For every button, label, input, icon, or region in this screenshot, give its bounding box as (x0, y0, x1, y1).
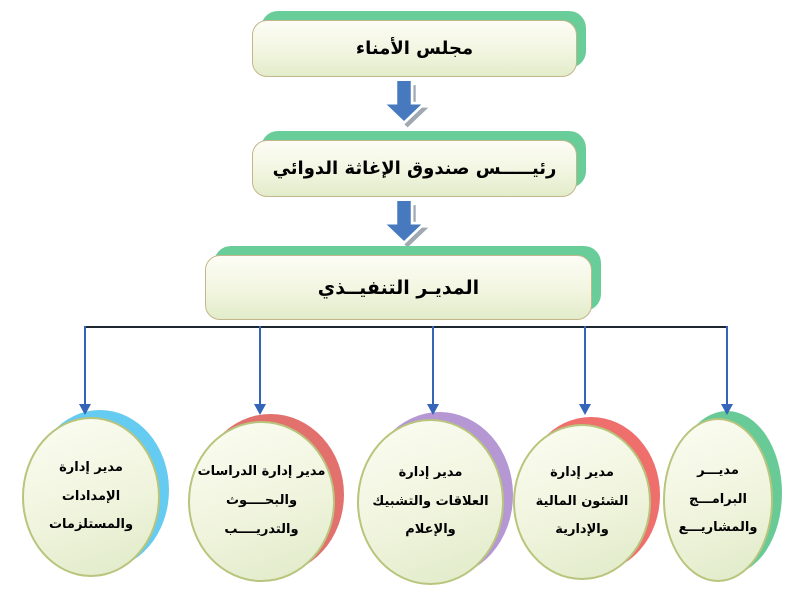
connector-arrowhead-icon (721, 404, 733, 415)
connector-arrowhead-icon (254, 404, 266, 415)
connector-arrowhead-icon (79, 404, 91, 415)
manager-oval: مديـــر البرامـــج والمشاريـــع (663, 418, 773, 582)
manager-oval: مدير إدارة الدراسات والبحــــوث والتدريـ… (188, 421, 335, 582)
manager-label-line: مدير إدارة (398, 464, 463, 480)
node-supplies-manager: مدير إدارة الإمدادات والمستلزمات (22, 410, 169, 577)
manager-label-line: والإعلام (405, 522, 456, 538)
manager-label-line: الإمدادات (61, 488, 121, 504)
fund-president-label: رئيـــــس صندوق الإغاثة الدوائي (272, 158, 557, 179)
node-face: رئيـــــس صندوق الإغاثة الدوائي (252, 140, 577, 197)
connector-line-supplies (84, 326, 86, 406)
executive-director-label: المديـر التنفيــذي (317, 276, 480, 299)
manager-label-line: والتدريــــب (224, 521, 299, 537)
manager-label-line: مدير إدارة (550, 464, 614, 480)
node-executive-director: المديـر التنفيــذي (205, 246, 601, 320)
arrow-body-shape (379, 78, 429, 125)
manager-label-line: الشئون المالية (535, 493, 629, 509)
manager-label-line: والإدارية (555, 522, 609, 538)
manager-label-line: البرامـــج (689, 491, 747, 507)
connector-line-programs (726, 326, 728, 406)
node-programs-projects-manager: مديـــر البرامـــج والمشاريـــع (663, 411, 782, 582)
manager-oval: مدير إدارة الشئون المالية والإدارية (513, 424, 651, 580)
manager-label-line: مدير إدارة الدراسات (197, 464, 326, 480)
connector-arrowhead-icon (427, 404, 439, 415)
node-studies-research-training-manager: مدير إدارة الدراسات والبحــــوث والتدريـ… (188, 414, 344, 582)
node-face: مجلس الأمناء (252, 20, 577, 77)
node-relations-networking-media-manager: مدير إدارة العلاقات والتشبيك والإعلام (357, 412, 513, 585)
connector-line-studies (259, 326, 261, 406)
manager-label-line: والمشاريـــع (678, 520, 758, 536)
node-face: المديـر التنفيــذي (205, 255, 592, 320)
connector-horizontal-line (85, 326, 728, 328)
node-financial-administrative-manager: مدير إدارة الشئون المالية والإدارية (513, 417, 660, 580)
manager-label-line: العلاقات والتشبيك (372, 493, 489, 509)
manager-label-line: مدير إدارة (59, 459, 123, 475)
manager-label-line: مديـــر (697, 462, 739, 478)
manager-label-line: والبحــــوث (225, 493, 298, 509)
down-block-arrow-icon (379, 78, 429, 128)
board-of-trustees-label: مجلس الأمناء (355, 38, 474, 59)
connector-arrowhead-icon (579, 404, 591, 415)
manager-oval: مدير إدارة العلاقات والتشبيك والإعلام (357, 419, 504, 585)
connector-line-financial (584, 326, 586, 406)
manager-label-line: والمستلزمات (48, 517, 134, 533)
arrow-body-shape (379, 198, 429, 245)
node-board-of-trustees: مجلس الأمناء (252, 11, 586, 77)
node-fund-president: رئيـــــس صندوق الإغاثة الدوائي (252, 131, 586, 197)
manager-oval: مدير إدارة الإمدادات والمستلزمات (22, 417, 160, 577)
down-block-arrow-icon (379, 198, 429, 248)
connector-line-relations (432, 326, 434, 406)
